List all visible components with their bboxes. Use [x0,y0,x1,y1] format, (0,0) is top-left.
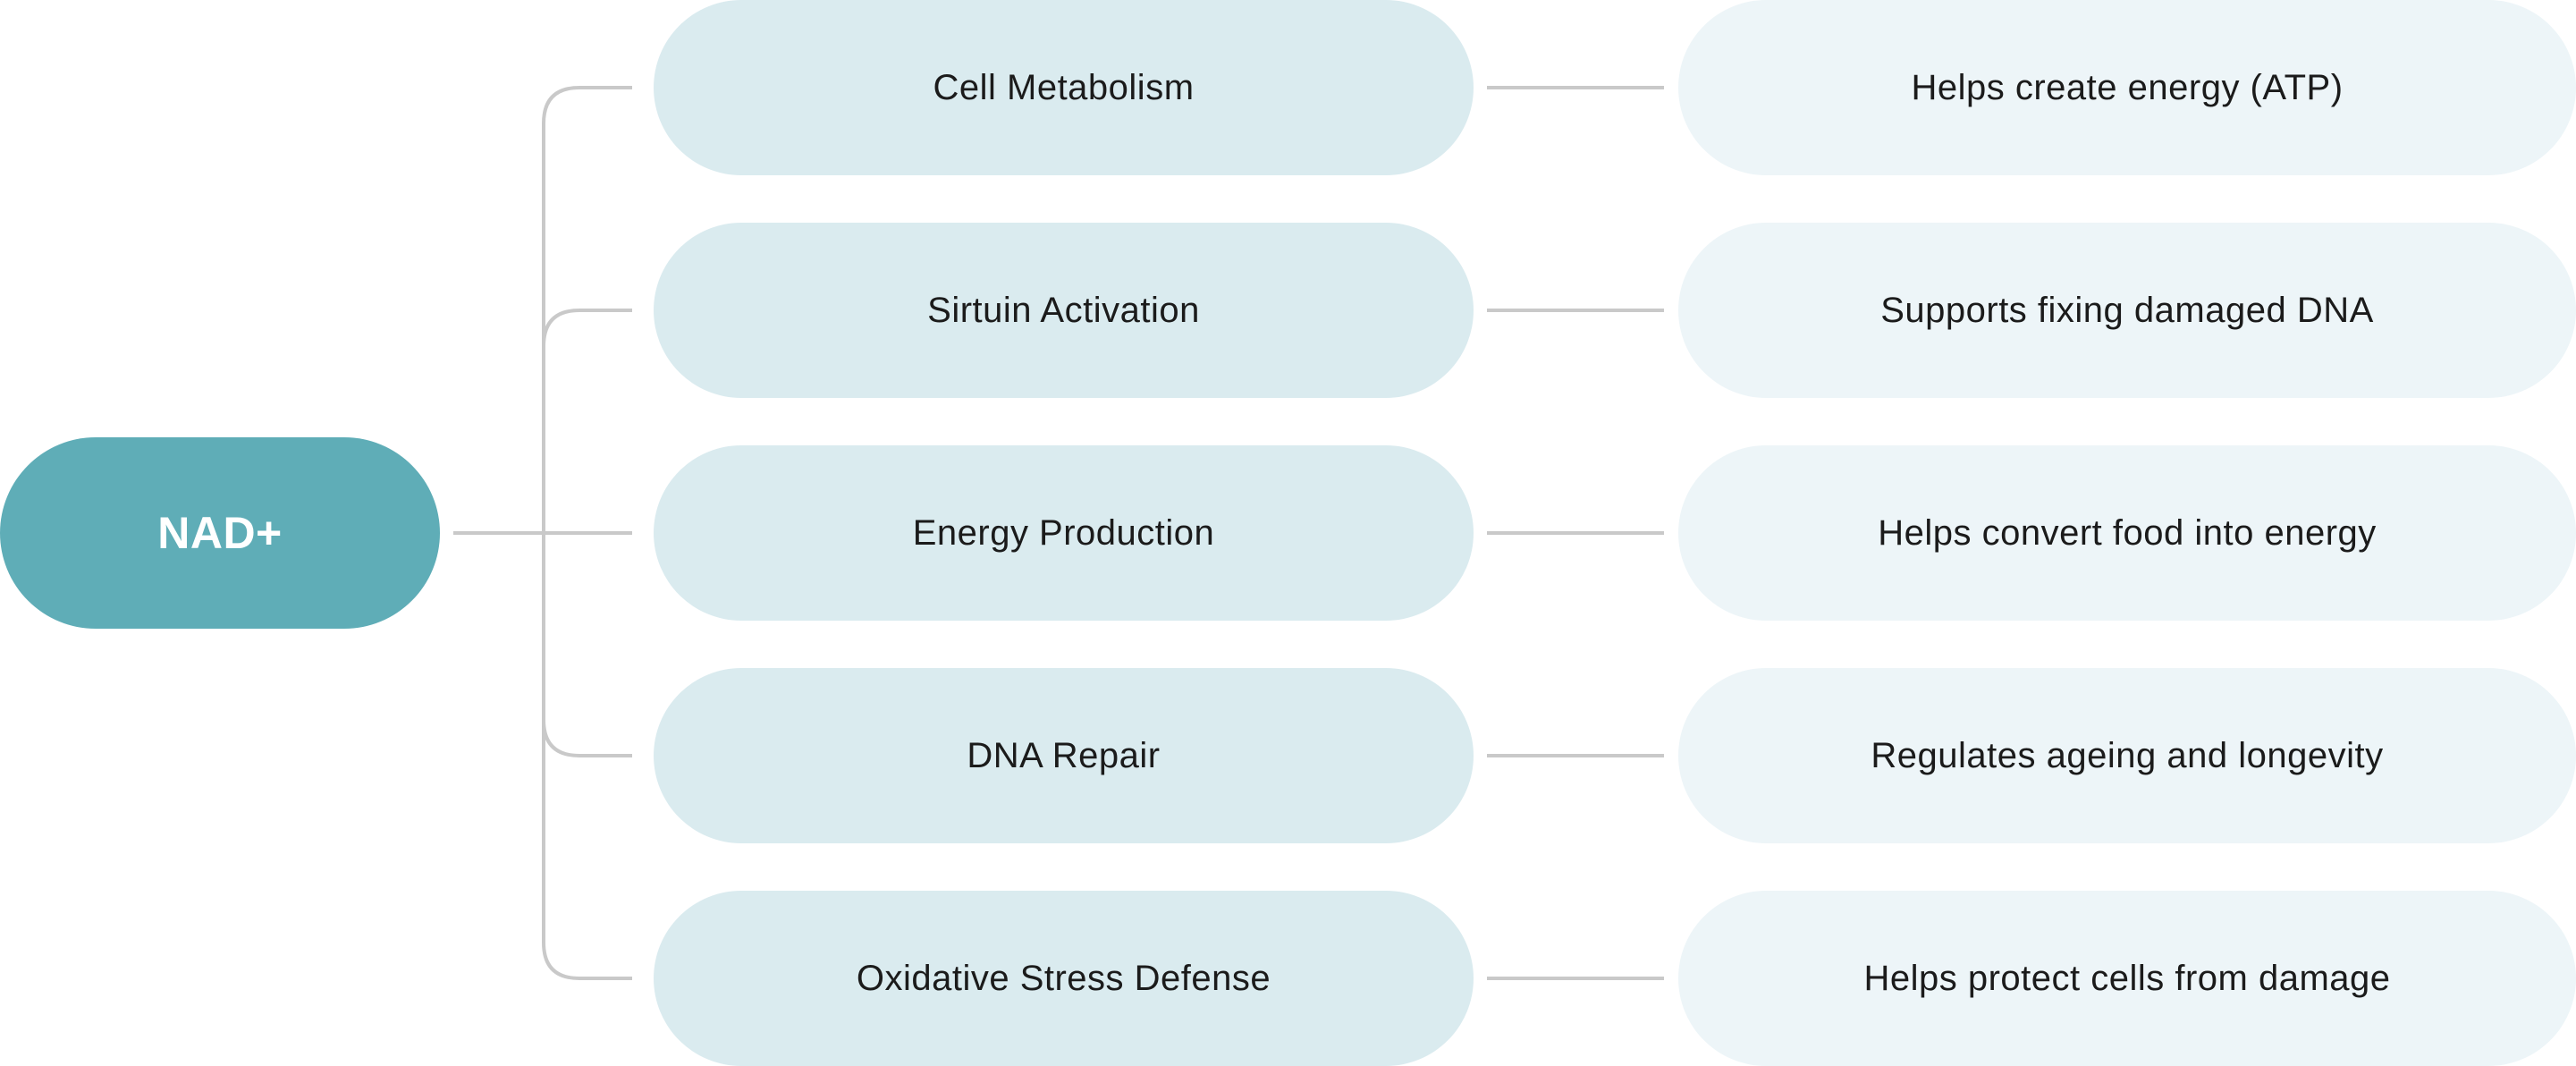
trunk-line [542,86,632,980]
function-node: Cell Metabolism [654,0,1474,175]
benefit-node: Regulates ageing and longevity [1678,668,2576,843]
function-label: Oxidative Stress Defense [856,958,1271,998]
branch-connector-4 [542,719,632,757]
root-node: NAD+ [0,437,440,629]
function-label: Sirtuin Activation [927,290,1200,330]
function-node: DNA Repair [654,668,1474,843]
benefit-label: Helps convert food into energy [1878,512,2377,553]
function-node: Oxidative Stress Defense [654,891,1474,1066]
function-label: Cell Metabolism [933,67,1195,107]
branch-connector-2 [542,309,632,347]
benefit-label: Helps create energy (ATP) [1911,67,2344,107]
benefit-node: Supports fixing damaged DNA [1678,223,2576,398]
benefit-label: Helps protect cells from damage [1863,958,2391,998]
root-label: NAD+ [157,508,283,558]
benefit-node: Helps convert food into energy [1678,445,2576,621]
benefit-node: Helps protect cells from damage [1678,891,2576,1066]
function-label: Energy Production [912,512,1215,553]
benefit-node: Helps create energy (ATP) [1678,0,2576,175]
function-node: Energy Production [654,445,1474,621]
function-node: Sirtuin Activation [654,223,1474,398]
function-label: DNA Repair [967,735,1161,775]
benefit-label: Regulates ageing and longevity [1871,735,2384,775]
benefit-label: Supports fixing damaged DNA [1880,290,2374,330]
